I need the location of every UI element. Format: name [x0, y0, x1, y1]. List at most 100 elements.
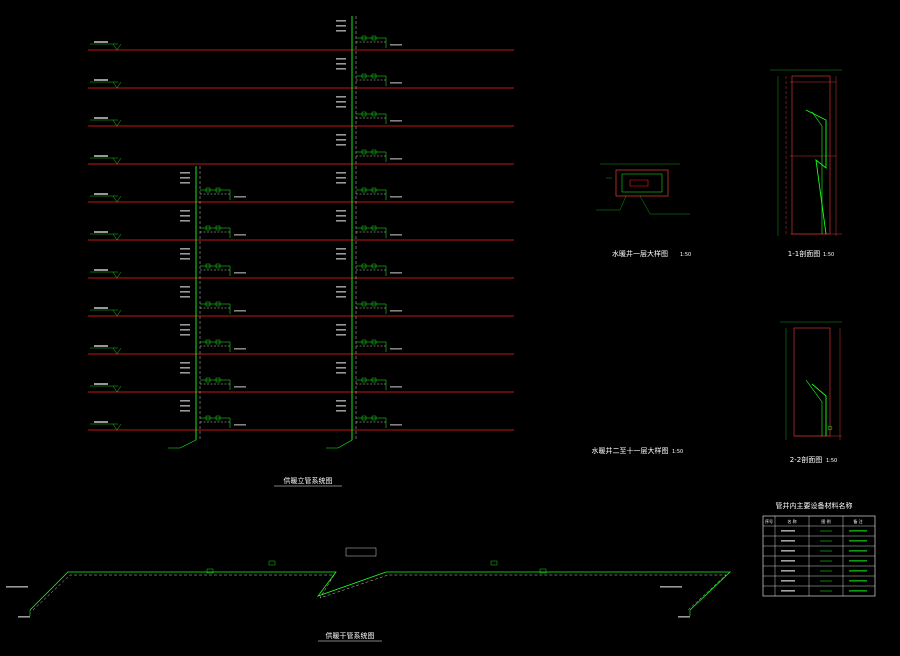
- annotation-mark: [336, 144, 346, 146]
- meter-icon: [215, 339, 221, 345]
- annotation-mark: [390, 234, 402, 236]
- annotation-mark: [390, 158, 402, 160]
- annotation-mark: [180, 410, 190, 412]
- annotation-mark: [180, 172, 190, 174]
- riser-a-floor-branch: [180, 324, 246, 352]
- annotation-mark: [180, 334, 190, 336]
- annotation-mark: [336, 63, 346, 65]
- table-cell-mark: [781, 570, 795, 572]
- annotation-mark: [336, 30, 346, 32]
- elevation-text-mark: [94, 117, 108, 119]
- floor-elevation-tags: [90, 41, 122, 431]
- meter-icon: [371, 187, 377, 193]
- valve-icon: [361, 225, 367, 231]
- elevation-marker: [112, 81, 122, 89]
- annotation-mark: [180, 405, 190, 407]
- shaft-2-21f-detail-title: 水暖井二至十一层大样图: [592, 446, 669, 455]
- section-1-1-title: 1-1剖面图: [788, 249, 820, 258]
- annotation-mark: [180, 248, 190, 250]
- annotation-mark: [336, 182, 346, 184]
- pipe-end-label-mark: [678, 616, 690, 618]
- table-remark-mark: [849, 540, 867, 542]
- annotation-mark: [234, 310, 246, 312]
- meter-icon: [215, 377, 221, 383]
- annotation-mark: [336, 334, 346, 336]
- annotation-mark: [180, 210, 190, 212]
- annotation-mark: [234, 348, 246, 350]
- elevation-marker: [112, 309, 122, 317]
- equipment-table: 序号 名 称 图 例 备 注: [762, 515, 876, 597]
- elevation-text-mark: [94, 269, 108, 271]
- section-1-1-drawing: [770, 69, 842, 236]
- meter-icon: [371, 111, 377, 117]
- main-return-pipe: [32, 574, 727, 611]
- valve-icon: [361, 377, 367, 383]
- riser-a-floor-branch: [180, 248, 246, 276]
- annotation-mark: [180, 367, 190, 369]
- annotation-mark: [336, 68, 346, 70]
- elevation-text-mark: [94, 79, 108, 81]
- riser-pipes: [168, 16, 357, 449]
- pipe-end-label-mark: [18, 616, 30, 618]
- section-2-2-title: 2-2剖面图: [790, 455, 822, 464]
- table-cell-mark: [781, 580, 795, 582]
- annotation-mark: [234, 386, 246, 388]
- meter-icon: [215, 415, 221, 421]
- annotation-mark: [336, 101, 346, 103]
- annotation-mark: [336, 25, 346, 27]
- annotation-mark: [390, 120, 402, 122]
- riser-b-floor-branch: [336, 210, 402, 238]
- pipe-fitting-icon: [490, 560, 498, 566]
- riser-b-floor-branch: [336, 172, 402, 200]
- elevation-text-mark: [94, 41, 108, 43]
- annotation-mark: [336, 286, 346, 288]
- elevation-text-mark: [94, 155, 108, 157]
- annotation-mark: [336, 405, 346, 407]
- shaft-1f-detail-scale: 1:50: [680, 252, 691, 258]
- floor-level-lines: [88, 49, 514, 431]
- annotation-mark: [336, 291, 346, 293]
- annotation-mark: [390, 272, 402, 274]
- annotation-mark: [180, 220, 190, 222]
- elevation-marker: [112, 271, 122, 279]
- pipe-fitting-icon: [268, 560, 276, 566]
- table-remark-mark: [849, 550, 867, 552]
- annotation-mark: [390, 424, 402, 426]
- riser-b-floor-branch: [336, 324, 402, 352]
- main-pipe-diagram-title: 供暖干管系统图: [326, 631, 375, 640]
- elevation-marker: [112, 119, 122, 127]
- riser-b-floor-branch: [336, 400, 402, 428]
- annotation-mark: [336, 372, 346, 374]
- outlet-label-mark: [660, 586, 682, 588]
- annotation-mark: [180, 362, 190, 364]
- elevation-marker: [112, 43, 122, 51]
- shaft-box-outline: [345, 547, 377, 557]
- table-cell-mark: [781, 550, 795, 552]
- riser-a-floor-branch: [180, 210, 246, 238]
- valve-icon: [361, 187, 367, 193]
- annotation-mark: [336, 258, 346, 260]
- annotation-mark: [336, 400, 346, 402]
- table-cell-mark: [781, 530, 795, 532]
- elevation-text-mark: [94, 307, 108, 309]
- elevation-marker: [112, 157, 122, 165]
- annotation-mark: [390, 82, 402, 84]
- annotation-mark: [180, 324, 190, 326]
- main-pipe-run: [29, 571, 732, 611]
- annotation-mark: [180, 258, 190, 260]
- riser-b-floor-branch: [336, 362, 402, 390]
- shaft-1f-detail: [596, 163, 690, 215]
- table-header-name: 名 称: [787, 518, 796, 524]
- table-remark-mark: [849, 530, 867, 532]
- elevation-text-mark: [94, 383, 108, 385]
- section-2-2-drawing: [780, 321, 842, 440]
- annotation-mark: [336, 172, 346, 174]
- riser-b-floor-branch: [336, 286, 402, 314]
- annotation-mark: [336, 220, 346, 222]
- valve-icon: [361, 301, 367, 307]
- valve-icon: [205, 377, 211, 383]
- annotation-mark: [390, 386, 402, 388]
- table-remark-mark: [849, 560, 867, 562]
- main-supply-pipe: [29, 571, 732, 611]
